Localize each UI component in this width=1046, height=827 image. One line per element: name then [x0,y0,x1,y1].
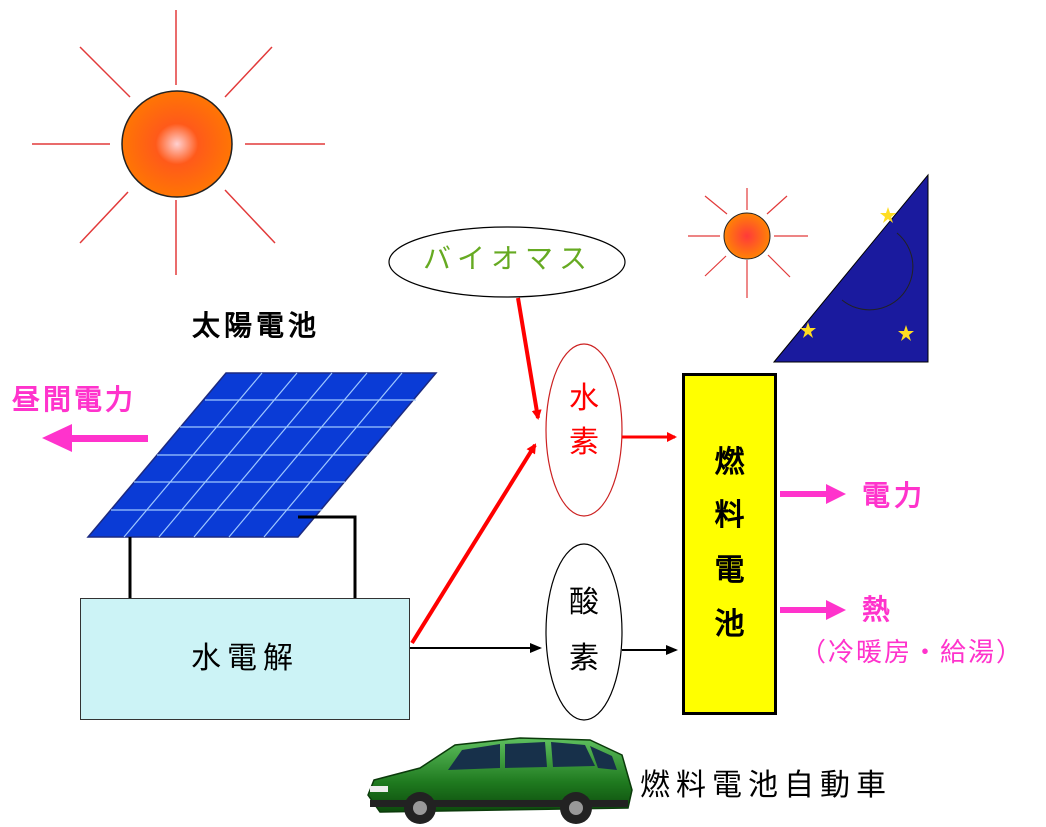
fuel-cell-box: 燃 料 電 池 [682,373,777,715]
hydrogen-label-2: 素 [569,425,599,460]
heat-note-label: （冷暖房・給湯） [800,638,1025,668]
oxygen-ellipse [545,543,623,721]
car-icon [367,737,633,824]
fuel-cell-label-2: 料 [714,498,745,533]
daytime-power-arrow [42,424,148,452]
biomass-ellipse [388,226,626,298]
biomass-label: バイオマス [422,242,593,275]
hydrogen-ellipse [545,343,623,517]
panel-wires [128,515,357,598]
solar-panel-icon [86,372,438,538]
oxygen-label-1: 酸 [569,585,599,620]
oxygen-label-2: 素 [569,641,599,676]
biomass-to-hydrogen-arrow [516,297,542,420]
small-sun-icon [688,188,808,298]
fuel-cell-label-3: 電 [714,553,745,588]
fuel-cell-label-1: 燃 [714,445,745,480]
hydrogen-label-1: 水 [569,381,599,416]
electrolysis-label: 水電解 [191,641,299,676]
solar-cell-label: 太陽電池 [192,309,321,342]
electrolysis-box: 水電解 [80,598,410,720]
electrolysis-to-hydrogen-arrow [410,443,537,645]
fuel-cell-label-4: 池 [714,607,745,642]
power-output-arrow [780,484,846,504]
fuel-cell-car-label: 燃料電池自動車 [640,768,892,803]
power-output-label: 電力 [862,479,927,512]
night-moon-icon [772,173,929,363]
sun-icon [32,10,325,275]
heat-output-label: 熱 [862,593,891,626]
daytime-power-label: 昼間電力 [12,383,137,416]
heat-output-arrow [780,600,846,620]
